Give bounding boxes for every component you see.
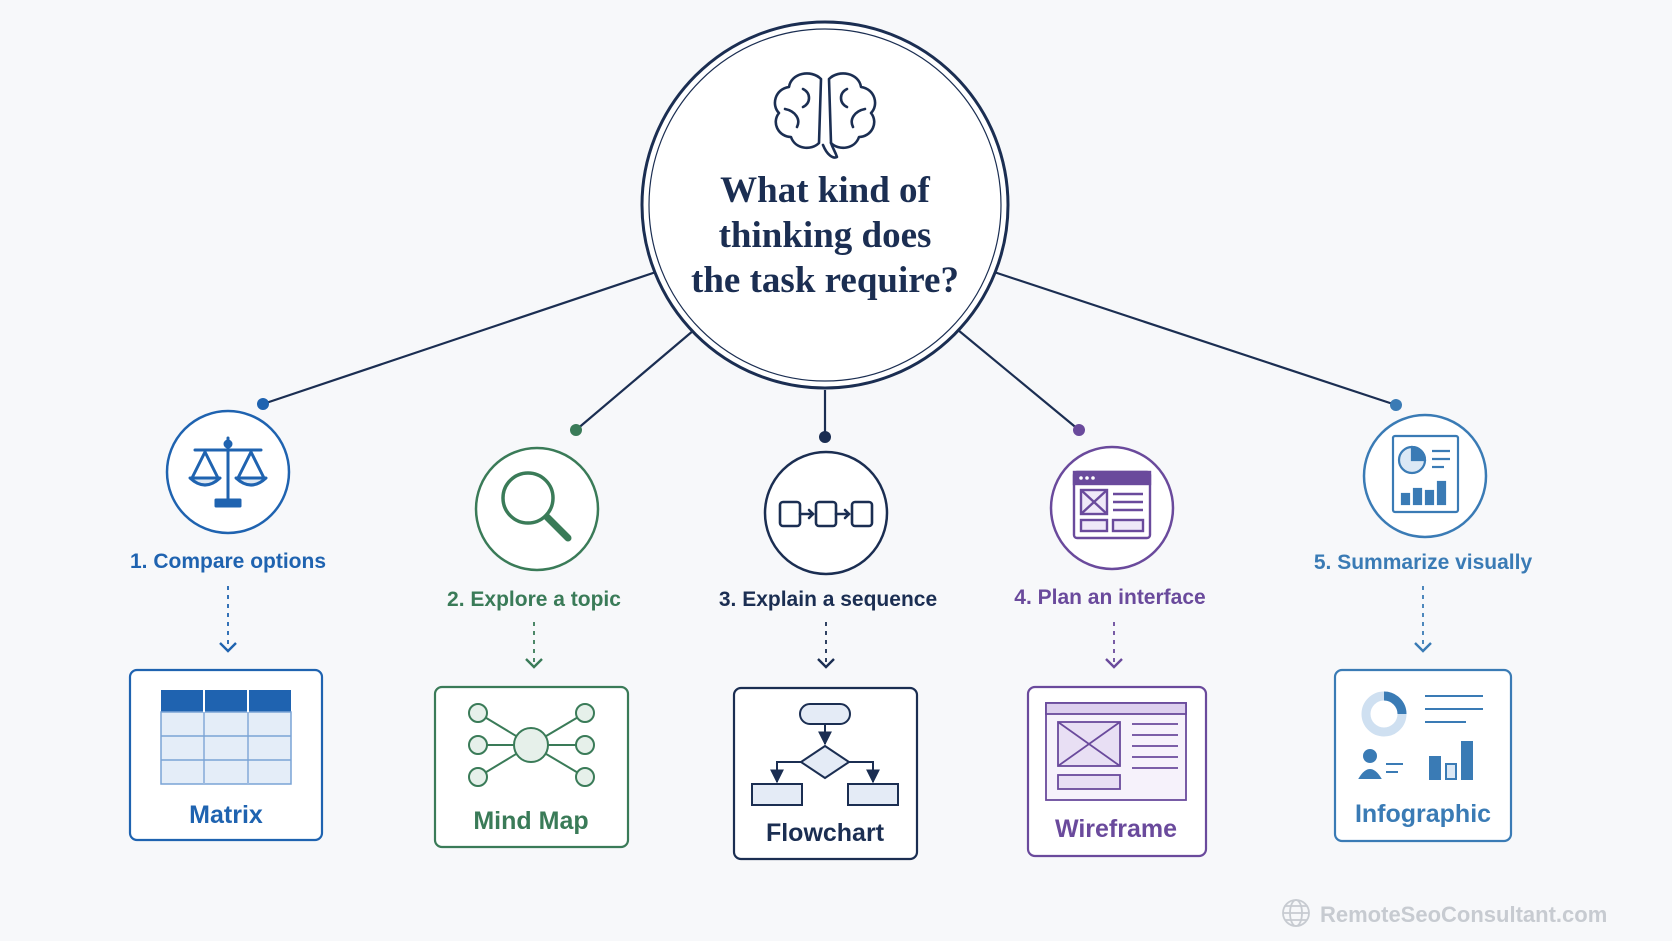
connector-dot-4 (1073, 424, 1085, 436)
branch-3-icon-circle (763, 450, 889, 576)
mind-map-icon (468, 703, 595, 787)
step-4-label: 4. Plan an interface (1014, 586, 1205, 609)
watermark-text: RemoteSeoConsultant.com (1320, 902, 1607, 927)
question-line-3: the task require? (691, 260, 959, 301)
branch-compare-options: 1. Compare options Matrix (128, 409, 326, 842)
central-hub: What kind of thinking does the task requ… (640, 20, 1010, 390)
branch-5-chevron-icon (1414, 642, 1432, 653)
branch-plan-interface: 4. Plan an interface Wireframe (1014, 445, 1208, 858)
magnifier-icon (501, 471, 572, 542)
question-line-1: What kind of (720, 170, 930, 211)
connector-dot-3 (819, 431, 831, 443)
mind-map-card (433, 685, 630, 849)
infographic-card (1333, 668, 1513, 843)
connector-dot-2 (570, 424, 582, 436)
branch-4-chevron-icon (1105, 658, 1123, 669)
connectors (262, 270, 1397, 437)
sequence-boxes-icon (778, 500, 874, 528)
branch-1-chevron-icon (219, 642, 237, 653)
flowchart-icon (751, 703, 899, 806)
branch-explain-sequence: 3. Explain a sequence Flowchart (719, 450, 937, 861)
matrix-label: Matrix (189, 801, 263, 829)
branch-2-icon-circle (474, 446, 600, 572)
report-chart-icon (1391, 434, 1460, 514)
step-1-label: 1. Compare options (130, 550, 326, 573)
globe-icon (1282, 899, 1310, 927)
branch-2-chevron-icon (525, 658, 543, 669)
connector-dot-5 (1390, 399, 1402, 411)
browser-window-icon (1072, 470, 1152, 540)
infographic-label: Infographic (1355, 800, 1491, 828)
flowchart-label: Flowchart (766, 819, 885, 847)
branch-5-icon-circle (1362, 413, 1488, 539)
branch-explore-topic: 2. Explore a topic Mind Map (433, 446, 630, 849)
connector-dots (257, 398, 1402, 443)
step-2-label: 2. Explore a topic (447, 588, 621, 611)
connector-1 (262, 270, 657, 406)
connector-dot-1 (257, 398, 269, 410)
matrix-table-icon (160, 690, 292, 785)
connector-4 (957, 329, 1080, 431)
watermark: RemoteSeoConsultant.com (1282, 899, 1607, 927)
branch-summarize-visually: 5. Summarize visually Infographic (1314, 413, 1533, 843)
brain-icon (773, 72, 877, 159)
wireframe-icon (1045, 702, 1187, 801)
branch-4-icon-circle (1049, 445, 1175, 571)
mind-map-label: Mind Map (473, 807, 588, 835)
connector-5 (993, 270, 1397, 407)
scales-icon (188, 436, 268, 508)
wireframe-label: Wireframe (1055, 815, 1177, 843)
connector-2 (575, 329, 695, 431)
branch-3-chevron-icon (817, 658, 835, 669)
question-line-2: thinking does (719, 215, 932, 256)
step-3-label: 3. Explain a sequence (719, 588, 937, 611)
infographic-icon (1358, 691, 1483, 780)
step-5-label: 5. Summarize visually (1314, 551, 1533, 574)
